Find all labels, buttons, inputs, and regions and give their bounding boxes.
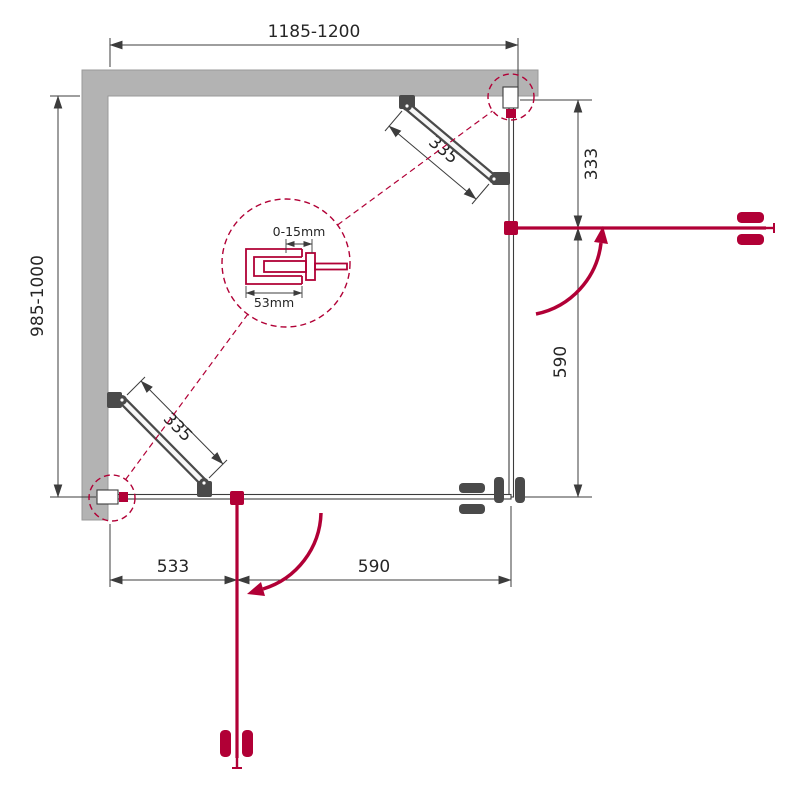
detail-circle-large bbox=[221, 198, 351, 328]
door-handle bbox=[737, 212, 775, 245]
leader-line bbox=[337, 110, 493, 226]
extension-line bbox=[384, 110, 403, 132]
profile-clamp-bottom-left bbox=[119, 492, 128, 502]
pivot-pin bbox=[120, 398, 124, 402]
detail-dim-width: 53mm bbox=[245, 286, 303, 310]
dim-bottom-side: 533 590 bbox=[109, 506, 512, 587]
wall-profile-bottom-left bbox=[96, 489, 119, 505]
pivot-hinge bbox=[504, 221, 518, 235]
support-bar-bottom bbox=[107, 392, 212, 497]
leader-line bbox=[125, 313, 249, 480]
handle-bottom-door-closed bbox=[459, 483, 485, 514]
handle-knob bbox=[242, 730, 253, 757]
dimensions: 1185-1200 985-1000 333 590 533 590 bbox=[28, 22, 602, 587]
door-bottom-open bbox=[220, 491, 323, 769]
wall-shape bbox=[81, 69, 539, 521]
glass-edge bbox=[314, 262, 348, 271]
handle-knob bbox=[459, 504, 485, 514]
dimension-line bbox=[388, 125, 477, 200]
profile-clamp-top-right bbox=[506, 109, 516, 118]
dim-overall-width: 1185-1200 bbox=[109, 22, 519, 88]
corner-circle-top-right bbox=[487, 73, 535, 121]
profile-detail bbox=[245, 248, 348, 285]
support-bar-face bbox=[119, 397, 207, 486]
glass-panel-right bbox=[508, 95, 515, 498]
handle-knob bbox=[515, 477, 525, 503]
dim-label-profile-width: 53mm bbox=[254, 295, 294, 310]
pivot-pin bbox=[492, 177, 496, 181]
handle-knob bbox=[737, 212, 764, 223]
support-bar-top bbox=[399, 95, 510, 185]
swing-arc bbox=[262, 512, 323, 591]
extension-line bbox=[208, 459, 228, 479]
dim-label-overall-depth: 985-1000 bbox=[28, 255, 48, 337]
wall-bracket bbox=[107, 392, 122, 408]
profile-plate bbox=[305, 252, 316, 281]
dim-label-right-door: 590 bbox=[551, 346, 571, 378]
swing-arrowhead bbox=[594, 226, 608, 244]
detail-callout: 0-15mm 53mm bbox=[88, 73, 535, 522]
profile-channel bbox=[245, 248, 303, 285]
handle-knob bbox=[459, 483, 485, 493]
handle-knob bbox=[220, 730, 231, 757]
detail-dim-adjustment: 0-15mm bbox=[273, 224, 326, 253]
pivot-hinge bbox=[230, 491, 244, 505]
profile-insert bbox=[263, 260, 307, 273]
door-handle bbox=[220, 730, 253, 769]
dim-right-side: 333 590 bbox=[520, 99, 602, 498]
handle-knob bbox=[494, 477, 504, 503]
dimension-line bbox=[140, 380, 224, 465]
dim-label-right-fixed: 333 bbox=[582, 148, 602, 180]
swing-arc bbox=[535, 242, 603, 316]
pivot-pin bbox=[202, 481, 206, 485]
corner-circle-bottom-left bbox=[88, 474, 136, 522]
dim-label-adjustment: 0-15mm bbox=[273, 224, 326, 239]
handle-knob bbox=[737, 234, 764, 245]
dim-support-bar-bottom: 335 bbox=[126, 376, 228, 479]
extension-line bbox=[126, 376, 146, 396]
extension-line bbox=[471, 183, 490, 205]
wall-profiles bbox=[96, 86, 519, 505]
door-right-open bbox=[504, 212, 775, 316]
dim-label-overall-width: 1185-1200 bbox=[268, 22, 361, 42]
walls bbox=[81, 69, 539, 521]
dim-label-bottom-door: 590 bbox=[358, 557, 390, 577]
dim-label-bottom-fixed: 533 bbox=[157, 557, 189, 577]
handle-right-door-closed bbox=[494, 477, 525, 503]
pivot-pin bbox=[405, 104, 409, 108]
dim-overall-depth: 985-1000 bbox=[28, 95, 96, 498]
swing-arrowhead bbox=[247, 582, 265, 596]
glass-panel-bottom bbox=[107, 493, 512, 500]
wall-profile-top-right bbox=[502, 86, 519, 109]
support-bar-face bbox=[404, 103, 497, 182]
